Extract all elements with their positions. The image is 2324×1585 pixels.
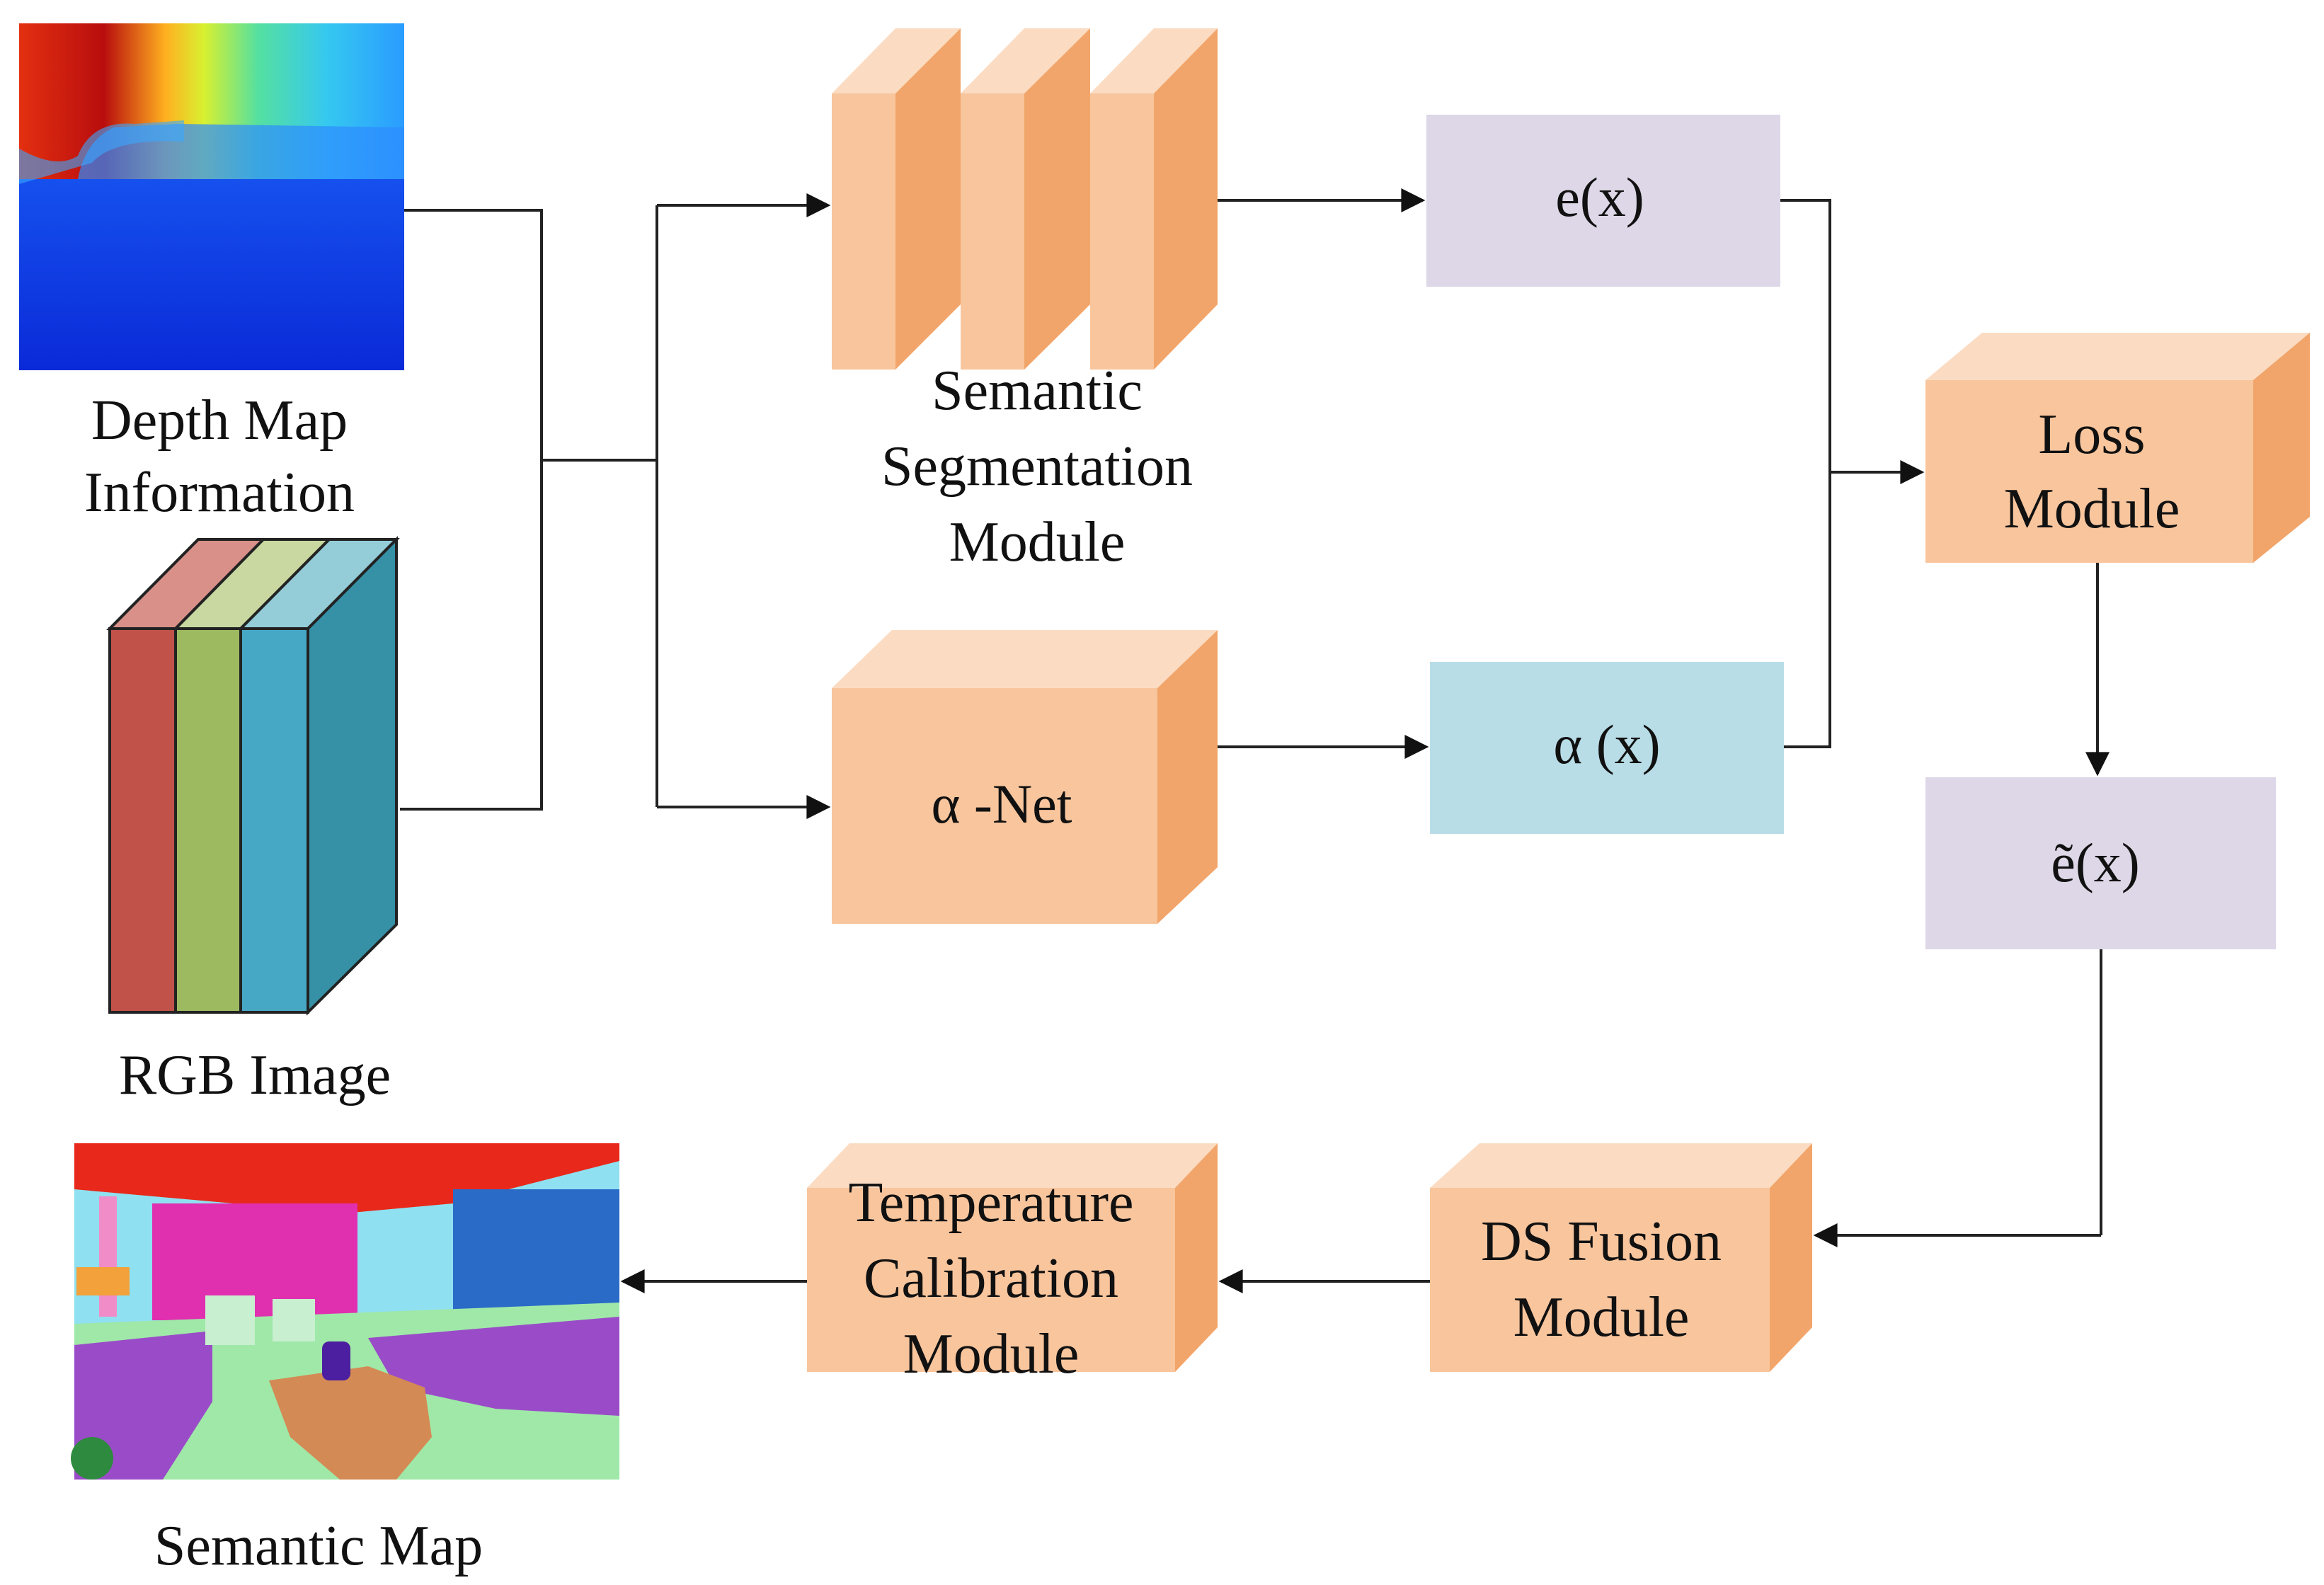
depth-map-label-line2: Information (84, 462, 355, 524)
semantic-segmentation-module (832, 28, 1218, 370)
temperature-calibration-module-block (807, 1143, 1218, 1372)
connectors (400, 188, 2110, 1293)
temperature-calibration-label-line3: Module (903, 1323, 1080, 1385)
semantic-segmentation-label-line1: Semantic (932, 360, 1143, 422)
e-tilde-x-box (1925, 777, 2276, 949)
e-tilde-x-label: ẽ(x) (2051, 832, 2140, 893)
semantic-map-label: Semantic Map (154, 1515, 483, 1577)
alpha-x-box (1430, 662, 1784, 834)
loss-module-label-line1: Loss (2038, 404, 2145, 466)
loss-module-block (1925, 333, 2310, 563)
semantic-segmentation-label-line3: Module (949, 511, 1126, 573)
semantic-map-image (71, 1143, 619, 1480)
ds-fusion-label-line2: Module (1513, 1286, 1690, 1349)
ds-fusion-label-line1: DS Fusion (1481, 1211, 1722, 1273)
alpha-net-label: α -Net (932, 773, 1072, 835)
ds-fusion-module-block (1430, 1143, 1812, 1372)
depth-map-label-line1: Depth Map (91, 389, 348, 452)
rgb-image-label: RGB Image (119, 1044, 391, 1106)
e-x-box (1426, 115, 1780, 287)
input-merge-line (400, 209, 543, 811)
temperature-calibration-label-line2: Calibration (864, 1247, 1118, 1310)
alpha-net-block (832, 630, 1218, 924)
signals-merge-line (1780, 199, 1831, 748)
temperature-calibration-label-line1: Temperature (848, 1172, 1133, 1234)
rgb-image-block (106, 536, 400, 1016)
e-x-label: e(x) (1555, 166, 1644, 228)
depth-map-image (19, 23, 404, 370)
semantic-segmentation-label-line2: Segmentation (881, 435, 1193, 498)
alpha-x-label: α (x) (1553, 714, 1660, 775)
loss-module-label-line2: Module (2004, 478, 2180, 540)
